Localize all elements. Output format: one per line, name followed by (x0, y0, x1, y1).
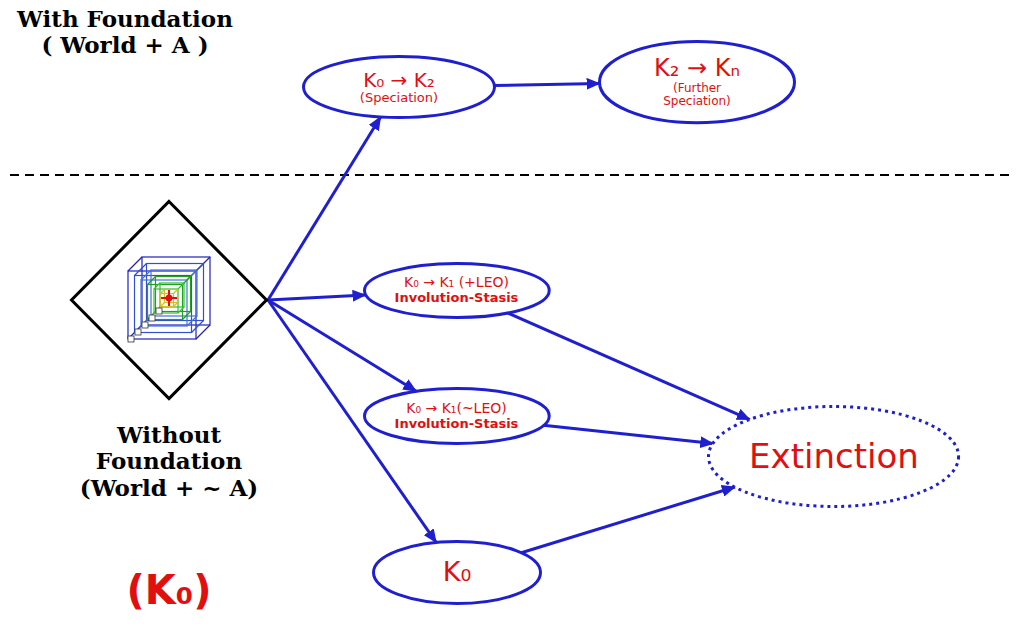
node-sublabel: (Speciation) (360, 91, 438, 106)
flow-arrow (543, 425, 713, 443)
node-label: K₀ (443, 557, 472, 587)
flow-arrow (508, 313, 750, 420)
ellipse-text-holder: Extinction (707, 405, 960, 508)
outcome-ellipse: Extinction (707, 405, 960, 508)
node-label: K₂ → Kₙ (654, 55, 740, 82)
region-heading: With Foundation ( World + A ) (14, 6, 236, 59)
stage-ellipse: K₀ (372, 540, 542, 605)
node-heading: Without Foundation (World + ~ A) (58, 422, 280, 501)
node-label: K₀ → K₂ (363, 69, 435, 91)
ellipse-text-holder: K₂ → Kₙ(Further Speciation) (598, 40, 796, 124)
ellipse-text-holder: K₀ → K₂(Speciation) (302, 55, 496, 119)
stage-ellipse: K₀ → K₂(Speciation) (302, 55, 496, 119)
node-label: K₀ → K₁ (+LEO) (404, 275, 509, 291)
flow-arrow (268, 117, 381, 300)
stage-ellipse: K₀ → K₁(~LEO)Involution-Stasis (363, 387, 551, 445)
ellipse-text-holder: K₀ → K₁ (+LEO)Involution-Stasis (363, 262, 551, 319)
ellipse-text-holder: K₀ (372, 540, 542, 605)
node-symbol: (K₀) (50, 568, 288, 612)
flow-arrow (494, 84, 599, 86)
node-label: K₀ → K₁(~LEO) (406, 401, 507, 417)
decision-diamond: Without Foundation (World + ~ A)(K₀) (70, 200, 268, 400)
dashed-divider (10, 174, 1010, 176)
stage-ellipse: K₀ → K₁ (+LEO)Involution-Stasis (363, 262, 551, 319)
diamond-outline (70, 200, 268, 400)
flow-arrow (268, 300, 416, 391)
node-label: Extinction (749, 437, 919, 475)
node-sublabel: Involution-Stasis (395, 417, 519, 432)
node-sublabel: (Further Speciation) (652, 82, 742, 109)
flow-arrow (521, 487, 735, 553)
stage-ellipse: K₂ → Kₙ(Further Speciation) (598, 40, 796, 124)
flow-arrow (268, 295, 365, 300)
ellipse-text-holder: K₀ → K₁(~LEO)Involution-Stasis (363, 387, 551, 445)
node-sublabel: Involution-Stasis (395, 291, 519, 306)
